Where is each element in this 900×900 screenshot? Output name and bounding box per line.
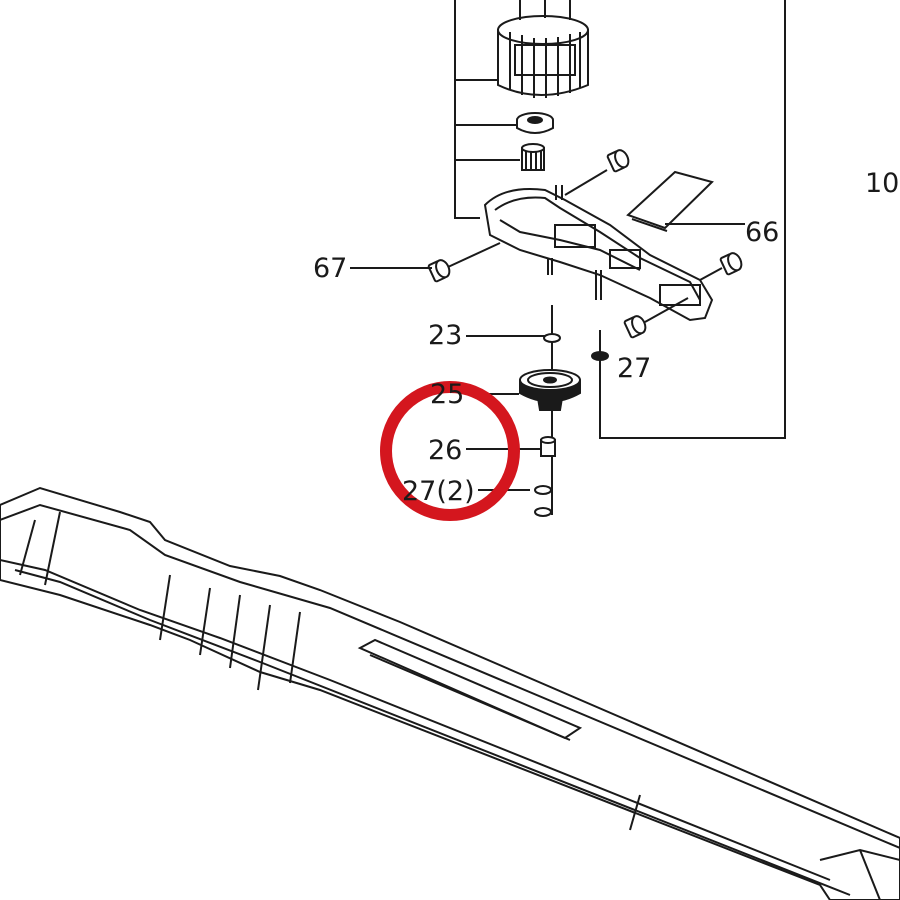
damper-parts [427,149,743,339]
callout-23: 23 [428,320,463,351]
callout-66: 66 [745,217,780,248]
bearing-part [516,112,554,134]
callout-27: 27 [617,353,652,384]
callout-10: 10 [865,168,900,199]
pad-part [626,170,714,232]
gearbox-housing-part [483,185,714,322]
motor-part [497,0,589,98]
highlight-circle [380,381,520,521]
shaft-parts [519,333,609,517]
blade-bar-part [0,486,900,900]
callout-27-2: 27(2) [402,476,475,507]
pinion-part [521,143,545,171]
callout-25: 25 [430,379,465,410]
bracket-lines [454,0,786,439]
callout-26: 26 [428,435,463,466]
callout-67: 67 [313,253,348,284]
